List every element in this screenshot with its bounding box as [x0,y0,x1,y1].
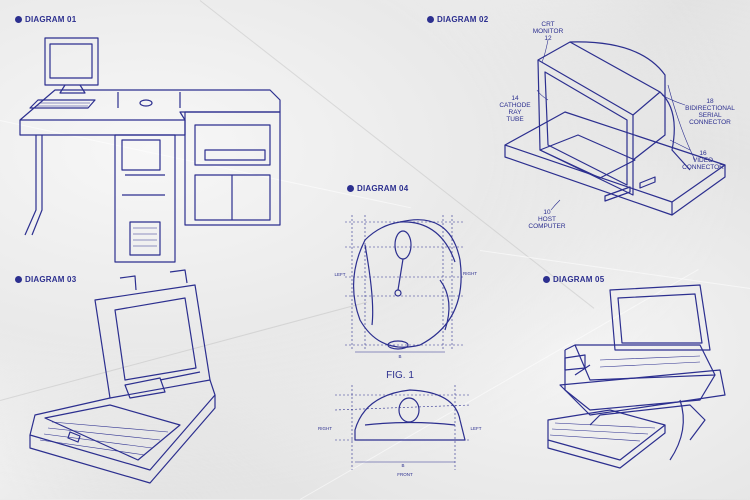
label-text: DIAGRAM 03 [25,275,77,284]
label-front: FRONT [397,472,413,477]
docking-station-illustration [547,284,726,469]
portable-computer-illustration [29,269,216,484]
label-bidirectional: BIDIRECTIONAL [685,105,735,112]
bullet-icon [15,276,22,283]
label-cathode: CATHODE [499,102,531,109]
label-text: DIAGRAM 04 [357,184,409,193]
figure-caption: FIG. 1 [386,370,414,381]
label-ray: RAY [509,109,523,116]
bullet-icon [427,16,434,23]
bullet-icon [15,16,22,23]
label-left: LEFT [334,272,345,277]
label-monitor: MONITOR [533,28,564,35]
label-serial: SERIAL [698,112,722,119]
label-text: DIAGRAM 02 [437,15,489,24]
label-tube: TUBE [506,116,524,123]
diagram-04-label: DIAGRAM 04 [347,184,408,193]
diagram-01-label: DIAGRAM 01 [15,15,76,24]
label-connector: CONNECTOR [689,119,731,126]
diagram-03-label: DIAGRAM 03 [15,275,76,284]
label-crt: CRT [541,21,554,28]
label-video-connector: CONNECTOR [682,164,724,171]
label-b: B [398,354,401,359]
label-16: 16 [699,150,707,157]
label-right: RIGHT [318,426,332,431]
crt-monitor-illustration: CRT MONITOR 12 14 CATHODE RAY TUBE 18 BI… [499,21,735,230]
label-b: B [401,463,404,468]
label-14: 14 [511,95,519,102]
label-left: LEFT [470,426,481,431]
bullet-icon [347,185,354,192]
label-10: 10 [543,209,551,216]
label-12: 12 [544,35,552,42]
diagram-05-label: DIAGRAM 05 [543,275,604,284]
bullet-icon [543,276,550,283]
label-text: DIAGRAM 05 [553,275,605,284]
label-18: 18 [706,98,714,105]
label-right: RIGHT [463,271,477,276]
mouse-patent-illustration: B LEFT RIGHT FIG. 1 B FRONT RIGHT LEFT [318,215,482,477]
label-host: HOST [538,216,556,223]
diagram-02-label: DIAGRAM 02 [427,15,488,24]
label-video: VIDEO [693,157,713,164]
workstation-desk-illustration [19,37,281,263]
label-computer: COMPUTER [528,223,566,230]
label-text: DIAGRAM 01 [25,15,77,24]
